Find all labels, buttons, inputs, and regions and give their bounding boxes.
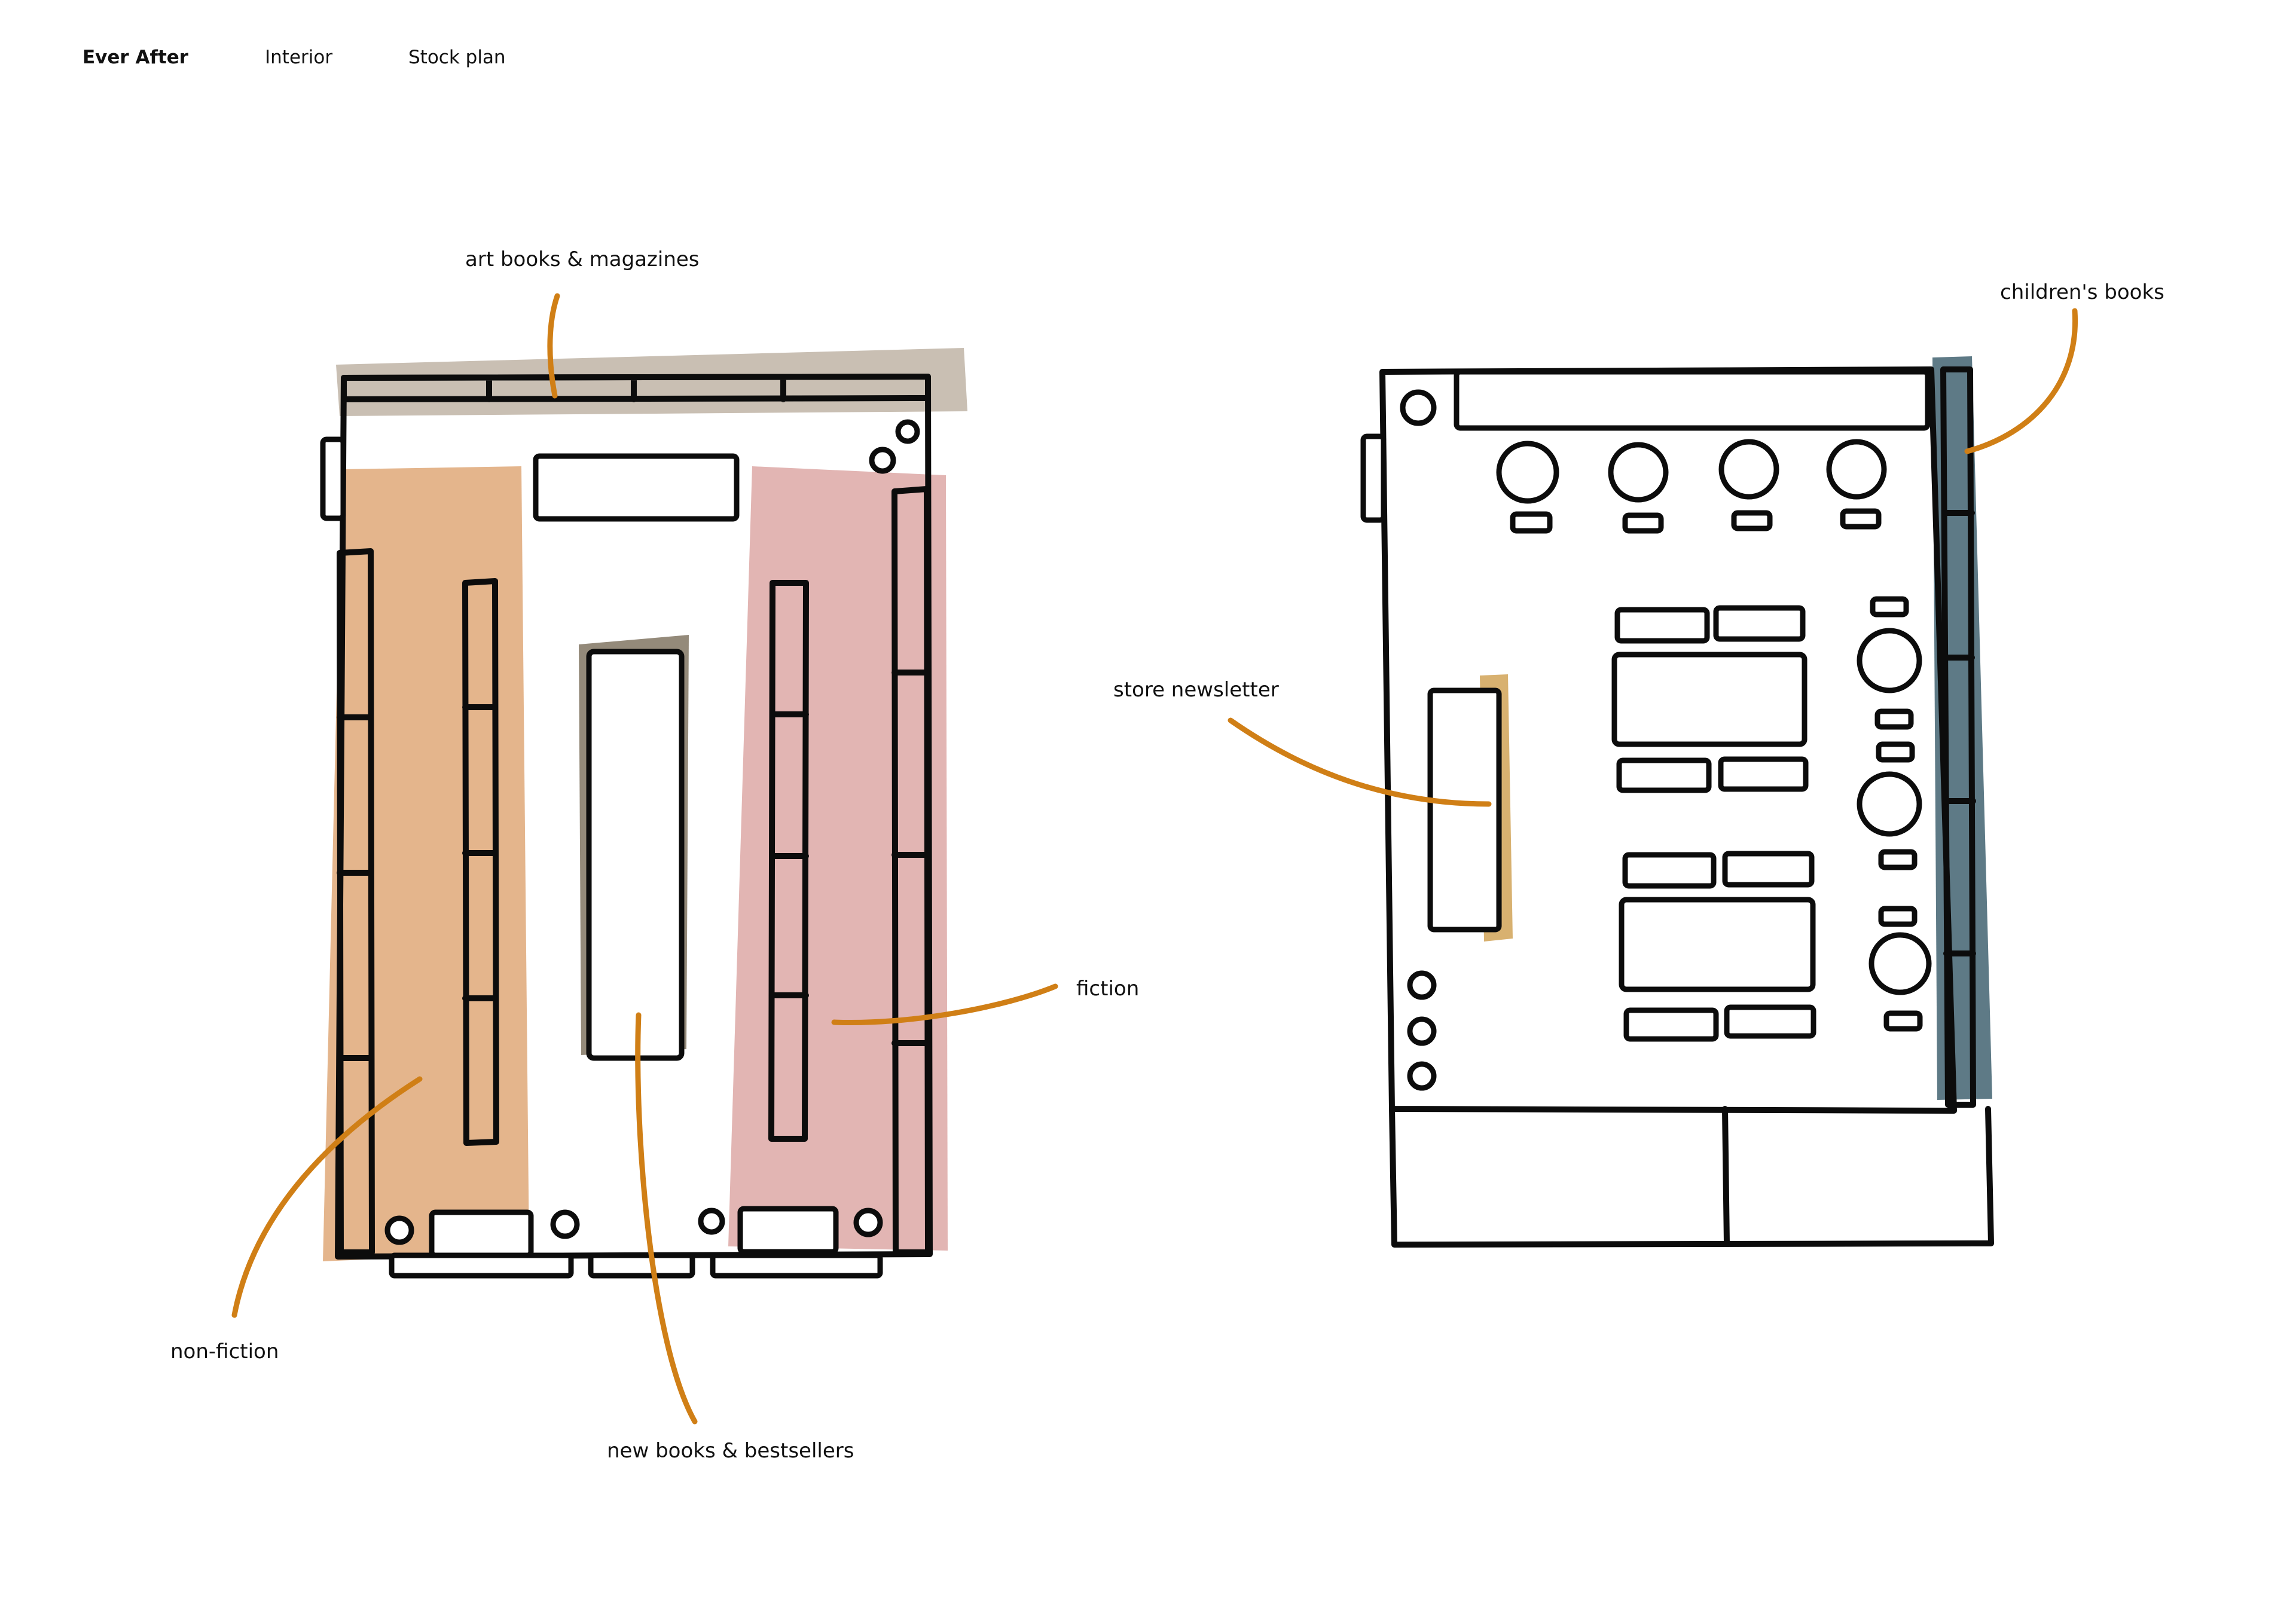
display-table-small [1623,1007,1719,1042]
display-table-small [1718,756,1809,792]
display-table-large [1611,652,1808,747]
bestseller-table [586,649,685,1061]
round-seat [1857,628,1922,693]
display-table-small [1622,852,1717,889]
newsletter-stand [1427,687,1502,933]
leader-new-books [635,1012,698,1425]
children-shelf [1940,366,1976,1108]
footstool [1874,708,1914,730]
stool [1407,970,1437,1000]
entrance-step [588,1252,695,1279]
leader-childrens-books [1964,308,2078,454]
display-table-small [1722,851,1815,888]
stool [1407,1061,1437,1091]
leader-art-books [547,293,560,399]
label-childrens-books: children's books [2000,280,2164,304]
floor-plan-ground [320,348,967,1279]
side-door [320,436,346,521]
leader-fiction [831,983,1058,1025]
round-seat [1826,439,1887,500]
leader-non-fiction [231,1076,423,1318]
label-non-fiction: non-fiction [170,1340,279,1364]
window-bench [737,1206,839,1255]
entrance-step [710,1252,883,1279]
nav-item-stock-plan[interactable]: Stock plan [408,47,506,68]
label-store-newsletter: store newsletter [1113,678,1279,702]
stool [550,1209,580,1239]
display-table-small [1614,607,1710,644]
stool [1400,389,1437,426]
label-new-books: new books & bestsellers [607,1439,854,1463]
right-inner-shelf [768,580,809,1142]
leader-store-newsletter [1228,717,1492,807]
display-table-small [1713,605,1806,642]
window-bench [429,1209,534,1258]
display-table-small [1724,1004,1816,1039]
left-wall-shelves [337,548,375,1255]
round-seat [1718,439,1779,500]
zone-fiction [728,466,948,1251]
footstool [1878,849,1918,870]
zone-art-books [336,348,967,416]
floor-plan-upper [1360,356,1994,1248]
label-art-books: art books & magazines [465,247,700,271]
right-wall-shelves [891,486,931,1255]
round-seat [1608,442,1669,503]
nav-item-interior[interactable]: Interior [265,47,333,68]
left-inner-shelf [462,578,499,1146]
footstool [1510,511,1553,534]
top-shelf [341,374,931,402]
footstool [1883,1010,1923,1032]
entrance-step [389,1252,574,1279]
footstool [1878,906,1918,927]
round-seat [1868,932,1932,995]
brand-name[interactable]: Ever After [83,47,189,68]
stool [853,1208,883,1237]
round-seat [1857,771,1922,837]
stool [698,1208,725,1235]
footstool [1840,508,1882,530]
display-table-large [1619,897,1816,992]
stool [869,447,896,474]
footstool [1870,596,1909,618]
stool [1407,1016,1437,1046]
footstool [1876,741,1915,763]
label-fiction: fiction [1076,977,1139,1001]
counter [533,453,740,522]
lower-rooms [1389,1106,1994,1248]
counter [1454,369,1931,431]
display-table-small [1616,757,1712,793]
side-door [1360,433,1387,523]
footstool [1622,512,1664,534]
round-seat [1496,441,1559,504]
footstool [1731,510,1773,531]
stool [895,419,920,444]
stool [384,1215,414,1245]
